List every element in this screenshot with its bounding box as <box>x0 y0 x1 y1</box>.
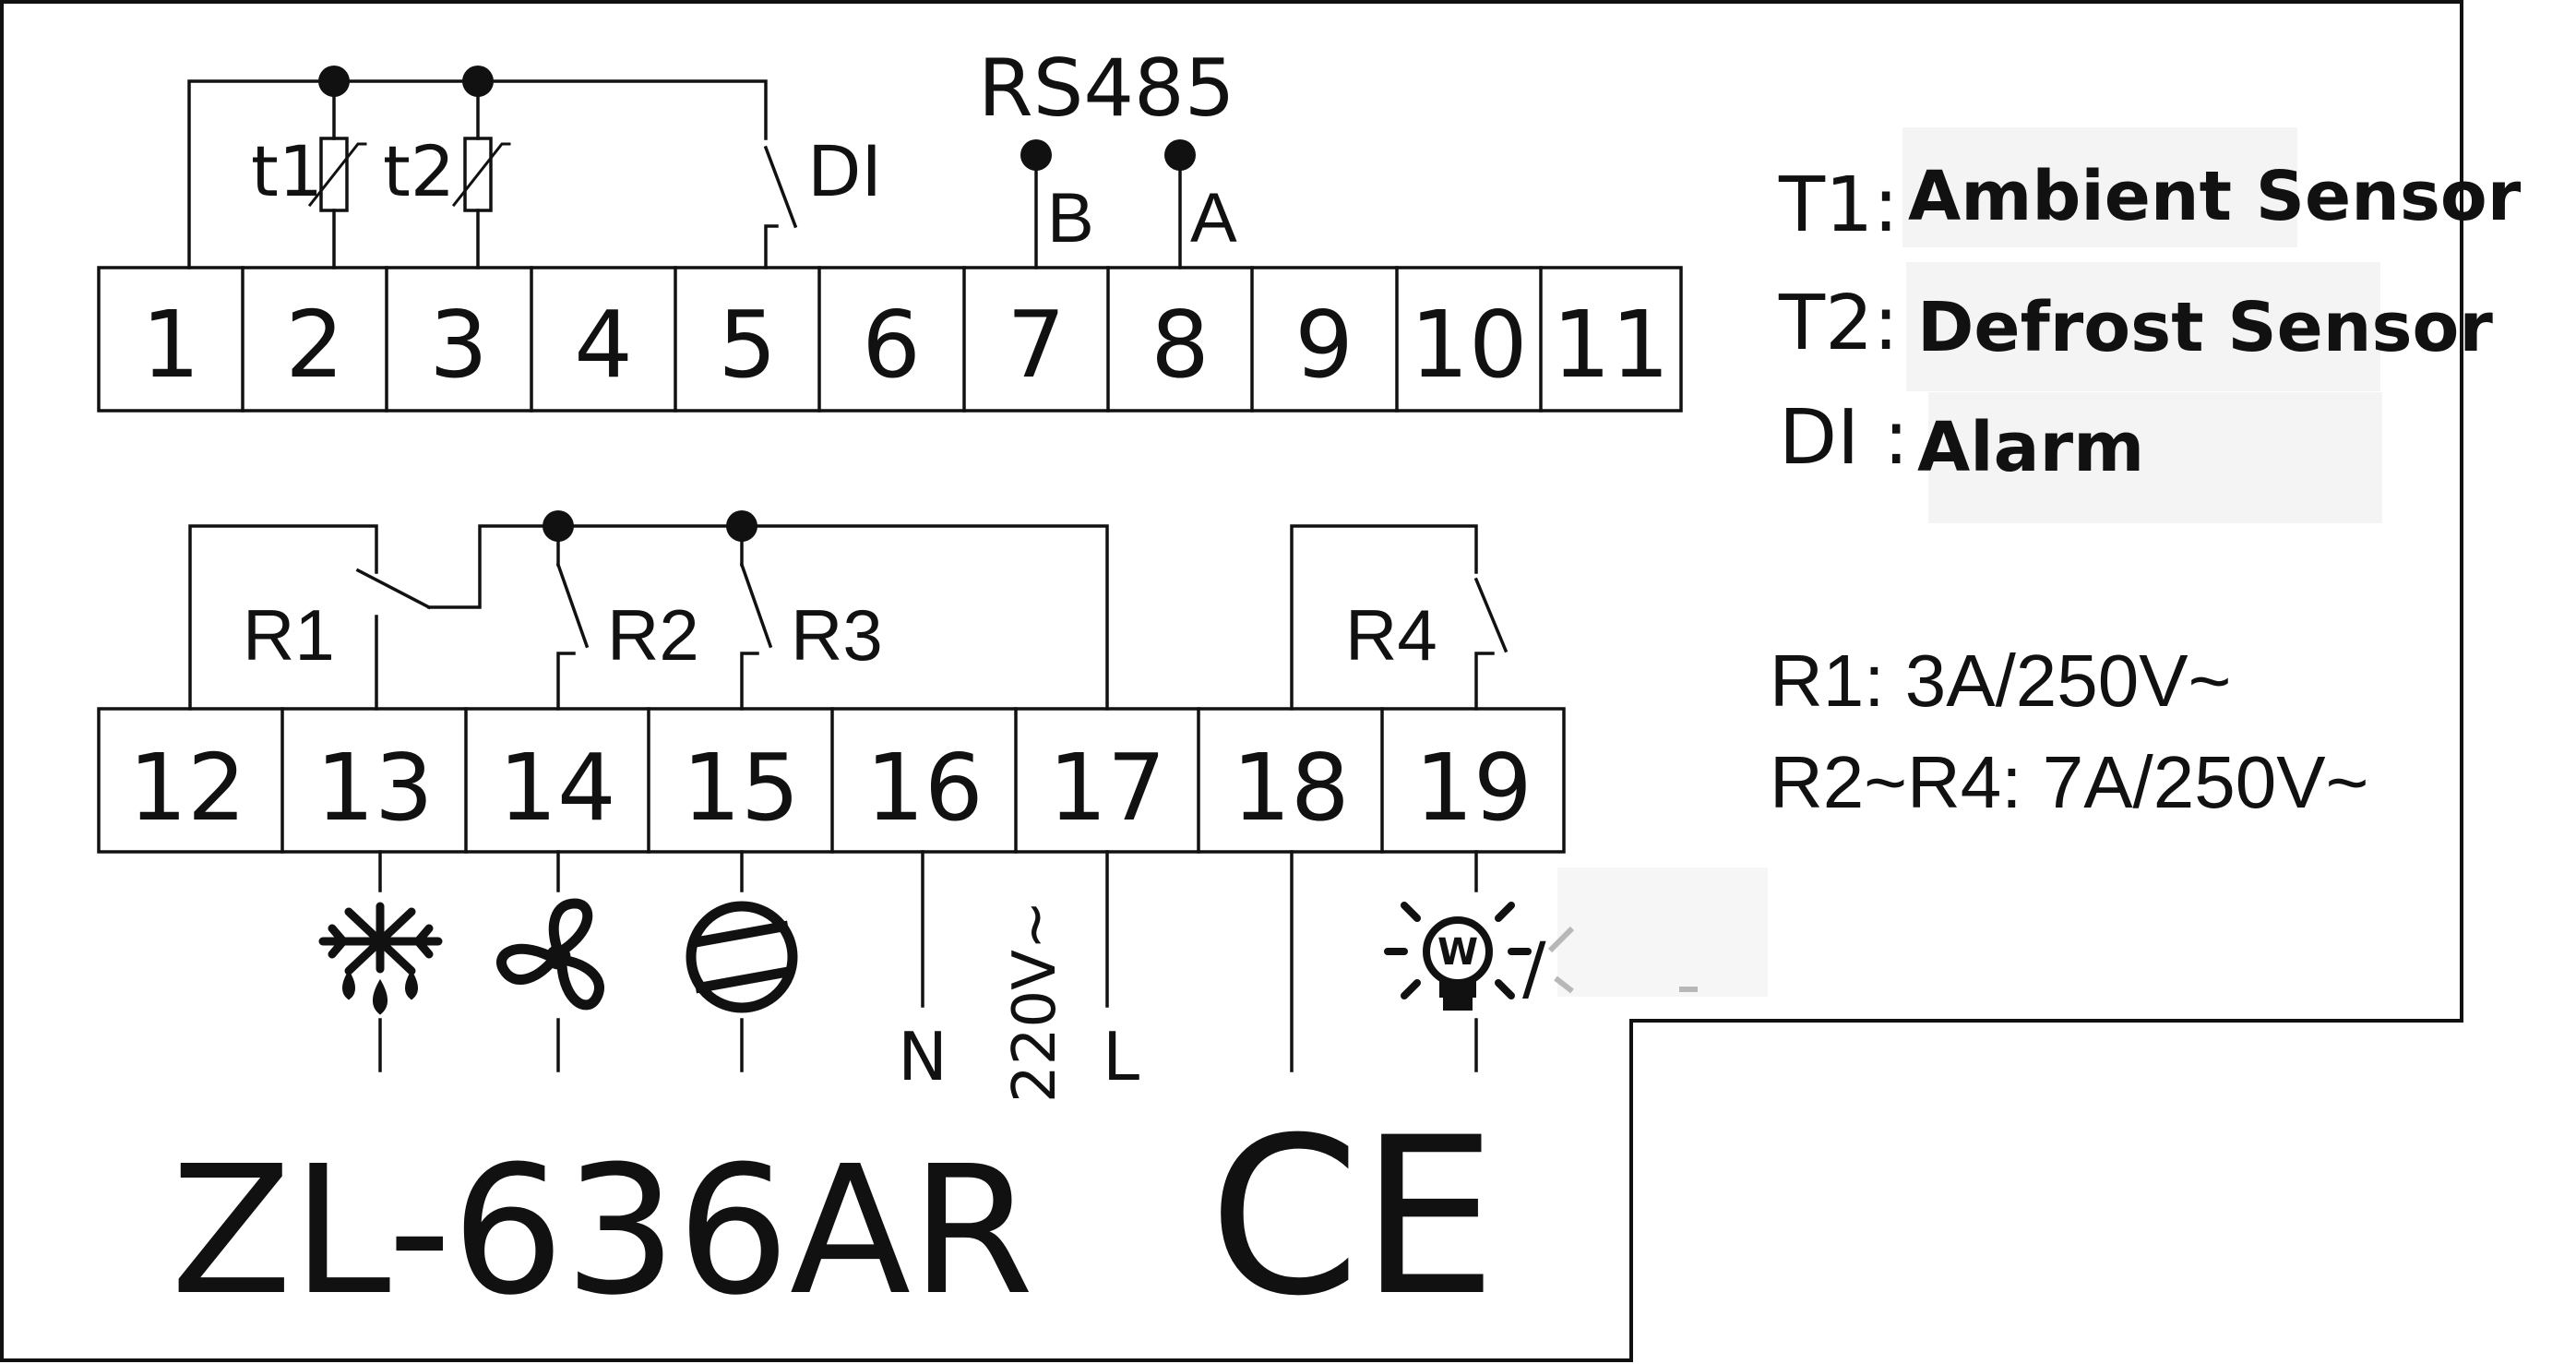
terminal-13: 13 <box>316 734 433 842</box>
rs485-b-label: B <box>1047 179 1094 257</box>
defrost-icon <box>318 902 443 1015</box>
neutral-label: N <box>898 1018 948 1095</box>
rating-r2-r4: R2~R4: 7A/250V~ <box>1770 741 2368 823</box>
t2-label: t2 <box>383 130 455 212</box>
obscured-fragment <box>1547 926 1698 994</box>
legend-di-text: Alarm <box>1917 408 2144 487</box>
terminal-4: 4 <box>574 291 633 399</box>
terminal-2: 2 <box>285 291 344 399</box>
terminal-15: 15 <box>682 734 799 842</box>
di-label: DI <box>807 130 882 212</box>
voltage-label: 220V~ <box>1001 900 1069 1103</box>
terminal-7: 7 <box>1007 291 1066 399</box>
terminal-11: 11 <box>1552 291 1669 399</box>
terminal-1: 1 <box>141 291 200 399</box>
junction-dots <box>318 66 1196 542</box>
compressor-icon <box>686 901 798 1013</box>
ce-mark: CE <box>1209 1092 1497 1344</box>
terminal-16: 16 <box>865 734 983 842</box>
legend-di-code: DI : <box>1779 394 1909 482</box>
legend-t2-text: Defrost Sensor <box>1917 288 2493 367</box>
relay-r1-label: R1 <box>243 594 335 676</box>
relay-r4-label: R4 <box>1345 594 1437 676</box>
lamp-icon <box>1384 902 1532 1011</box>
terminal-9: 9 <box>1294 291 1354 399</box>
output-leads <box>378 850 1478 1072</box>
terminal-18: 18 <box>1232 734 1349 842</box>
legend-t2-code: T2: <box>1778 280 1899 367</box>
rating-r1: R1: 3A/250V~ <box>1770 640 2231 722</box>
terminal-8: 8 <box>1151 291 1210 399</box>
label-outline <box>0 0 2463 1362</box>
terminal-17: 17 <box>1048 734 1165 842</box>
relay-r3-label: R3 <box>791 594 883 676</box>
terminal-5: 5 <box>718 291 777 399</box>
top-terminal-numbers: 1 2 3 4 5 6 7 8 9 10 11 <box>141 291 1669 399</box>
line-label: L <box>1103 1018 1139 1095</box>
lamp-separator: / <box>1522 927 1546 1009</box>
terminal-3: 3 <box>429 291 488 399</box>
t1-label: t1 <box>251 130 323 212</box>
top-terminal-strip <box>97 266 1683 413</box>
bottom-terminal-numbers: 12 13 14 15 16 17 18 19 <box>128 734 1532 842</box>
terminal-14: 14 <box>498 734 615 842</box>
terminal-10: 10 <box>1410 291 1527 399</box>
legend: T1: Ambient Sensor T2: Defrost Sensor DI… <box>1778 127 2522 523</box>
legend-t1-text: Ambient Sensor <box>1908 157 2522 236</box>
fan-icon <box>496 898 604 1011</box>
model-name: ZL-636AR <box>171 1129 1034 1334</box>
relay-r2-label: R2 <box>607 594 699 676</box>
legend-t1-code: T1: <box>1778 162 1899 249</box>
bottom-terminal-strip <box>97 707 1566 854</box>
obscured-patch <box>1557 867 1768 997</box>
terminal-6: 6 <box>862 291 921 399</box>
terminal-19: 19 <box>1414 734 1532 842</box>
lamp-badge: W <box>1437 931 1478 974</box>
rs485-a-label: A <box>1190 179 1237 257</box>
terminal-12: 12 <box>128 734 245 842</box>
rs485-label: RS485 <box>978 42 1235 135</box>
relay-wiring <box>188 524 1509 711</box>
